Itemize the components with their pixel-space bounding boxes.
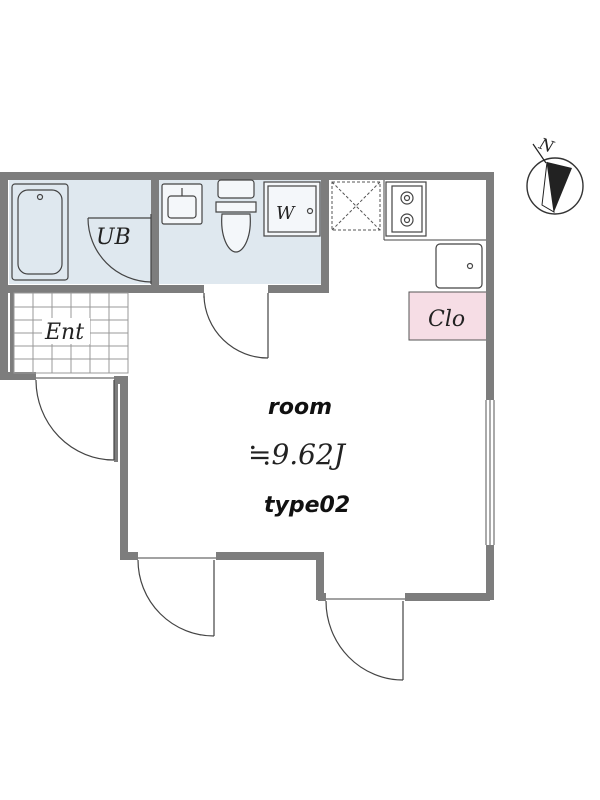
washer-label: W xyxy=(276,203,296,224)
bathtub-icon xyxy=(11,183,69,281)
fridge-space xyxy=(331,181,381,231)
room-area: ≒9.62J xyxy=(248,438,347,471)
window-right xyxy=(485,400,495,545)
closet-area xyxy=(408,291,488,341)
unit-type: type02 xyxy=(264,493,350,518)
entrance-door xyxy=(35,377,115,461)
entrance-label: Ent xyxy=(44,320,84,345)
balcony-door-left xyxy=(137,557,216,637)
closet-label: Clo xyxy=(428,307,465,332)
bath-door xyxy=(87,214,152,284)
sink-icon xyxy=(161,183,203,225)
walls xyxy=(0,172,494,601)
kitchen-sink-icon xyxy=(435,243,483,289)
washer-icon xyxy=(263,181,321,237)
toilet-icon xyxy=(215,179,257,253)
bath-label: UB xyxy=(96,225,131,250)
north-arrow-icon xyxy=(526,143,584,215)
balcony-door-right xyxy=(325,598,405,681)
room-label: room xyxy=(268,395,332,420)
kitchen-counter xyxy=(383,180,486,241)
washroom-door xyxy=(203,293,269,359)
entrance-label-bg xyxy=(42,318,90,344)
stove-icon xyxy=(385,181,427,237)
